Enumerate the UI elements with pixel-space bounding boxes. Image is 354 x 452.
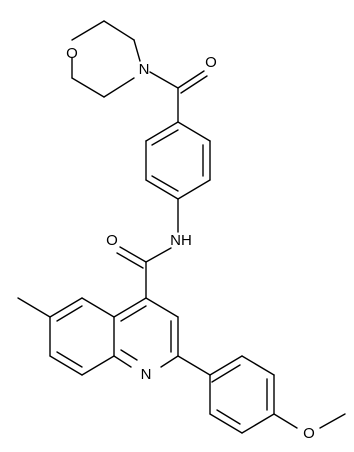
bond [177, 355, 211, 376]
bond [145, 247, 172, 263]
bond [56, 305, 83, 322]
bond [120, 349, 138, 361]
bond [177, 121, 211, 142]
bond [103, 20, 135, 41]
bond [71, 77, 105, 98]
bond-lines [17, 20, 346, 434]
bond [241, 355, 275, 376]
bond [71, 20, 105, 41]
bond [120, 305, 147, 322]
bond [273, 413, 298, 429]
atom-label-ketone-oxygen: O [205, 54, 217, 71]
atom-label-amide-oxygen: O [106, 232, 118, 249]
atom-label-morpholine-nitrogen: N [139, 61, 150, 78]
bond [180, 75, 208, 94]
bond [49, 297, 83, 318]
bond [103, 77, 135, 98]
atom-labels: O N O NH O N O [66, 45, 315, 442]
bond [133, 39, 141, 62]
bond [56, 351, 83, 368]
bond [17, 297, 51, 318]
bond [119, 246, 147, 263]
atom-label-methoxy-oxygen: O [303, 425, 315, 442]
bond [211, 364, 241, 383]
bond [319, 413, 346, 429]
atom-label-quinoline-nitrogen: N [141, 366, 152, 383]
atom-label-amide-nh: NH [170, 232, 192, 249]
bond [216, 409, 241, 425]
bond [149, 71, 179, 89]
bond [145, 297, 179, 318]
bond [241, 413, 275, 434]
bond [177, 179, 211, 200]
bond [113, 297, 147, 318]
bond [151, 129, 179, 146]
bond [113, 355, 132, 368]
bond [145, 179, 179, 200]
bond [209, 355, 243, 376]
bond [145, 121, 179, 142]
bond [209, 413, 243, 434]
bond [177, 70, 205, 89]
bond [81, 355, 115, 376]
bond [116, 252, 144, 269]
bond [151, 175, 179, 192]
bond [81, 297, 115, 318]
bond [160, 355, 179, 368]
bond [49, 355, 83, 376]
atom-label-morpholine-oxygen: O [66, 45, 78, 62]
